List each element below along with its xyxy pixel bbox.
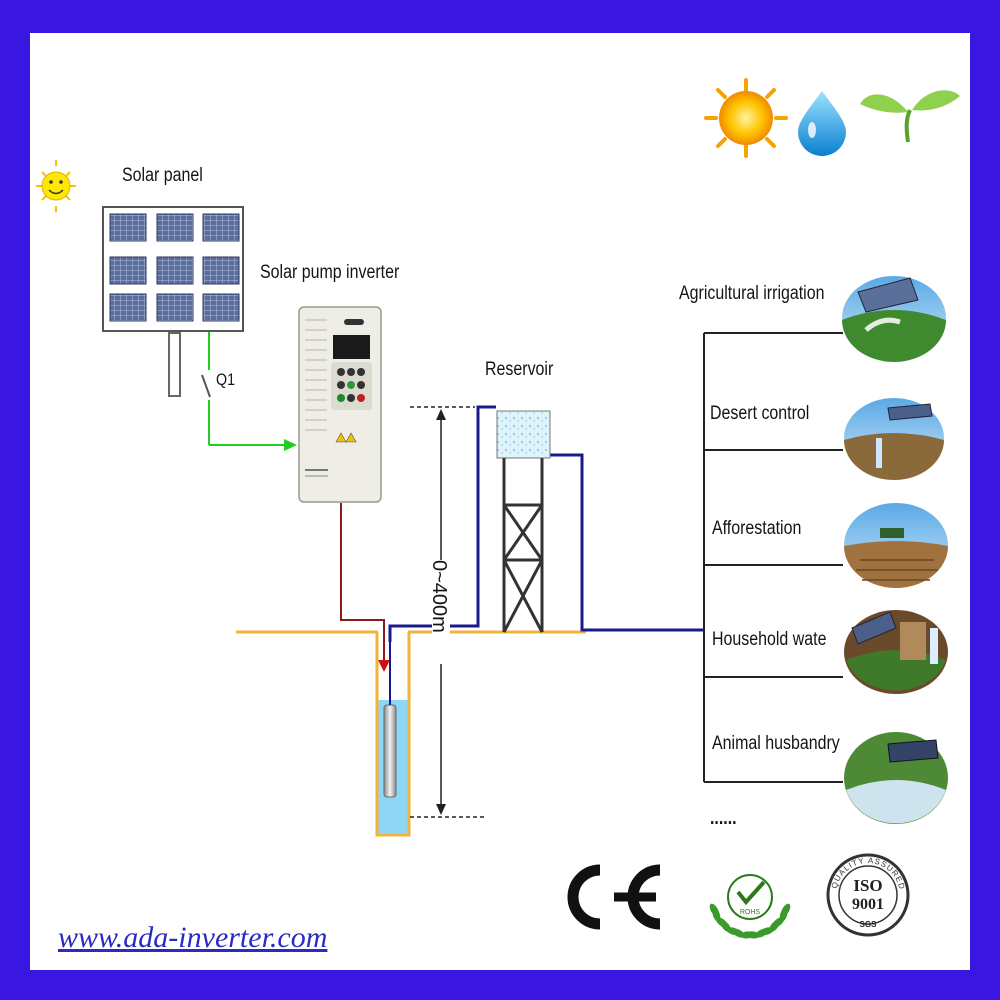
solar-cell bbox=[109, 213, 147, 242]
reservoir bbox=[496, 410, 551, 633]
application-afforestation: Afforestation bbox=[712, 518, 802, 539]
laurel-leaf bbox=[755, 928, 769, 938]
ellipsis-text: ...... bbox=[710, 808, 737, 829]
rohs-badge: ROHS bbox=[709, 874, 791, 939]
agricultural-photo bbox=[842, 276, 946, 362]
iso-text: ISO bbox=[853, 876, 882, 895]
solar-panel bbox=[102, 206, 244, 397]
laurel-leaf bbox=[712, 908, 721, 922]
solar-cell bbox=[202, 293, 240, 322]
well bbox=[375, 632, 411, 837]
application-animal-husbandry: Animal husbandry bbox=[712, 733, 840, 754]
water-drop-icon bbox=[798, 91, 846, 156]
sgs-text: SGS bbox=[860, 920, 878, 929]
sprout-icon bbox=[860, 90, 960, 143]
laurel-leaf bbox=[720, 920, 731, 932]
water-pipe bbox=[388, 405, 703, 642]
laurel-leaf bbox=[731, 928, 745, 938]
ce-mark bbox=[567, 864, 661, 930]
iso-number-text: 9001 bbox=[852, 896, 884, 913]
afforestation-photo bbox=[844, 503, 948, 588]
application-desert-control: Desert control bbox=[710, 403, 810, 424]
depth-dimension bbox=[410, 406, 486, 818]
household-photo bbox=[844, 610, 948, 694]
solar-pump-inverter bbox=[298, 306, 382, 503]
website-link[interactable]: www.ada-inverter.com bbox=[58, 921, 328, 954]
solar-cell bbox=[109, 293, 147, 322]
power-line bbox=[201, 332, 297, 451]
reservoir-label: Reservoir bbox=[485, 359, 554, 380]
solar-cell bbox=[156, 213, 194, 242]
application-tree bbox=[703, 332, 843, 783]
inverter-label: Solar pump inverter bbox=[260, 262, 400, 283]
depth-label: 0~400m bbox=[428, 560, 450, 633]
iso-9001-badge: QUALITY ASSURED FIRM ISO 9001 SGS bbox=[0, 0, 910, 937]
solar-cell bbox=[202, 256, 240, 285]
solar-panel-label: Solar panel bbox=[122, 165, 203, 186]
solar-cell bbox=[202, 213, 240, 242]
motor-cable bbox=[340, 503, 390, 672]
solar-cell bbox=[109, 256, 147, 285]
sun-icon bbox=[704, 78, 788, 158]
switch-label: Q1 bbox=[216, 370, 236, 389]
laurel-leaf bbox=[769, 920, 780, 932]
rohs-text: ROHS bbox=[740, 909, 761, 916]
animal-husbandry-photo bbox=[844, 732, 948, 824]
solar-cell bbox=[156, 293, 194, 322]
iso-ring-text: QUALITY ASSURED FIRM bbox=[0, 0, 906, 894]
solar-cell bbox=[156, 256, 194, 285]
smiley-sun-icon bbox=[36, 160, 76, 212]
svg-text:QUALITY ASSURED FIRM: QUALITY ASSURED FIRM bbox=[0, 0, 906, 894]
desert-photo bbox=[844, 398, 944, 480]
laurel-leaf bbox=[779, 908, 788, 922]
application-household-water: Household wate bbox=[712, 629, 827, 650]
application-agricultural-irrigation: Agricultural irrigation bbox=[679, 283, 825, 304]
